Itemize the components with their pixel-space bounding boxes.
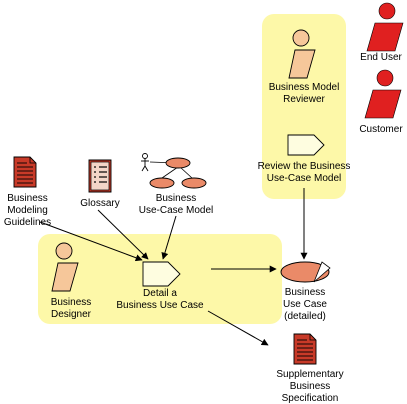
review-activity-icon xyxy=(287,134,325,156)
model-to-detail-arrow xyxy=(161,215,177,260)
guidelines-document-icon xyxy=(13,156,37,188)
glossary-book-icon xyxy=(88,159,112,193)
guidelines-to-detail-arrow xyxy=(39,221,143,262)
reviewer-swimlane xyxy=(262,14,346,199)
detail-activity-icon xyxy=(142,261,181,287)
end-user-actor-icon xyxy=(366,2,404,52)
business-model-reviewer-icon xyxy=(288,29,316,79)
detail-to-supplementary-arrow xyxy=(207,310,269,346)
use-case-model-icon xyxy=(141,153,207,189)
business-designer-icon xyxy=(51,242,79,292)
business-use-case-icon xyxy=(280,261,331,283)
stick-figure-icon xyxy=(141,153,149,172)
customer-label: Customer xyxy=(359,124,403,135)
customer-actor-icon xyxy=(364,69,402,119)
supplementary-spec-document-icon xyxy=(293,333,317,365)
end-user-label: End User xyxy=(360,52,402,63)
glossary-to-detail-arrow xyxy=(97,209,149,260)
glossary-label: Glossary xyxy=(80,198,120,209)
